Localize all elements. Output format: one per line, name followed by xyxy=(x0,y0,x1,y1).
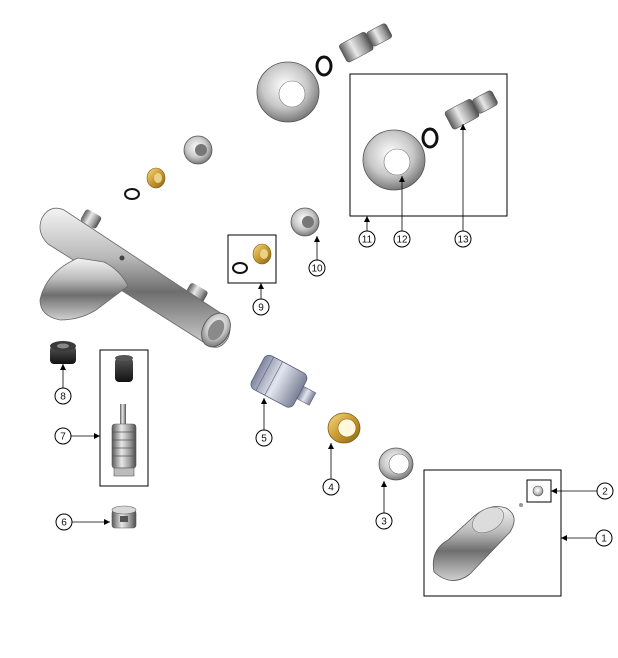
part-9-fitting xyxy=(232,243,272,274)
part-9-frame xyxy=(227,234,277,284)
part-5-thermostatic-cartridge xyxy=(250,354,317,408)
top-flange xyxy=(256,61,320,123)
callout-12: 12 xyxy=(393,230,411,248)
part-12-o-ring xyxy=(421,127,439,149)
callout-3-label: 3 xyxy=(381,517,387,528)
callout-10-label: 10 xyxy=(311,264,323,275)
callout-11-label: 11 xyxy=(362,235,373,246)
part-2-screw xyxy=(532,485,544,497)
top-valve-body xyxy=(339,23,392,63)
callout-5-label: 5 xyxy=(261,434,267,445)
part-10-nut xyxy=(290,207,320,237)
callout-4: 4 xyxy=(322,478,340,496)
callout-6-label: 6 xyxy=(61,518,67,529)
part-12-flange xyxy=(362,129,426,191)
top-o-ring xyxy=(315,55,333,77)
callout-8: 8 xyxy=(54,387,72,405)
part-3-ring xyxy=(378,447,414,481)
part-8-cap xyxy=(50,341,76,364)
callout-4-label: 4 xyxy=(328,483,334,494)
part-11-frame xyxy=(349,73,508,217)
callout-5: 5 xyxy=(255,429,273,447)
callout-10: 10 xyxy=(308,259,326,277)
part-7-cartridge xyxy=(111,355,137,477)
callout-11: 11 xyxy=(358,230,376,248)
callout-7-label: 7 xyxy=(60,432,66,443)
callout-13: 13 xyxy=(454,230,472,248)
callout-3: 3 xyxy=(375,512,393,530)
part-13-valve-body xyxy=(444,90,498,130)
part-1-handle xyxy=(432,506,515,581)
upper-chrome-nut xyxy=(183,135,213,165)
part-1-frame xyxy=(423,469,562,597)
callout-7: 7 xyxy=(54,427,72,445)
part-6-insert xyxy=(111,505,137,529)
leader-lines xyxy=(62,124,597,539)
leader-arrowheads xyxy=(60,124,567,541)
callout-8-label: 8 xyxy=(60,392,66,403)
upper-brass-fitting xyxy=(124,167,166,200)
callout-1: 1 xyxy=(595,529,613,547)
callout-6: 6 xyxy=(55,513,73,531)
callout-13-label: 13 xyxy=(457,235,469,246)
callout-2-label: 2 xyxy=(602,487,608,498)
callout-9-label: 9 xyxy=(258,303,264,314)
callout-9: 9 xyxy=(252,298,270,316)
mixer-body-part xyxy=(39,207,231,348)
callout-2: 2 xyxy=(596,482,614,500)
callout-1-label: 1 xyxy=(601,534,607,545)
part-4-brass-nut xyxy=(327,412,361,444)
part-7-frame xyxy=(99,349,149,487)
callout-12-label: 12 xyxy=(396,235,408,246)
part-1-indicator-dot xyxy=(519,503,523,507)
